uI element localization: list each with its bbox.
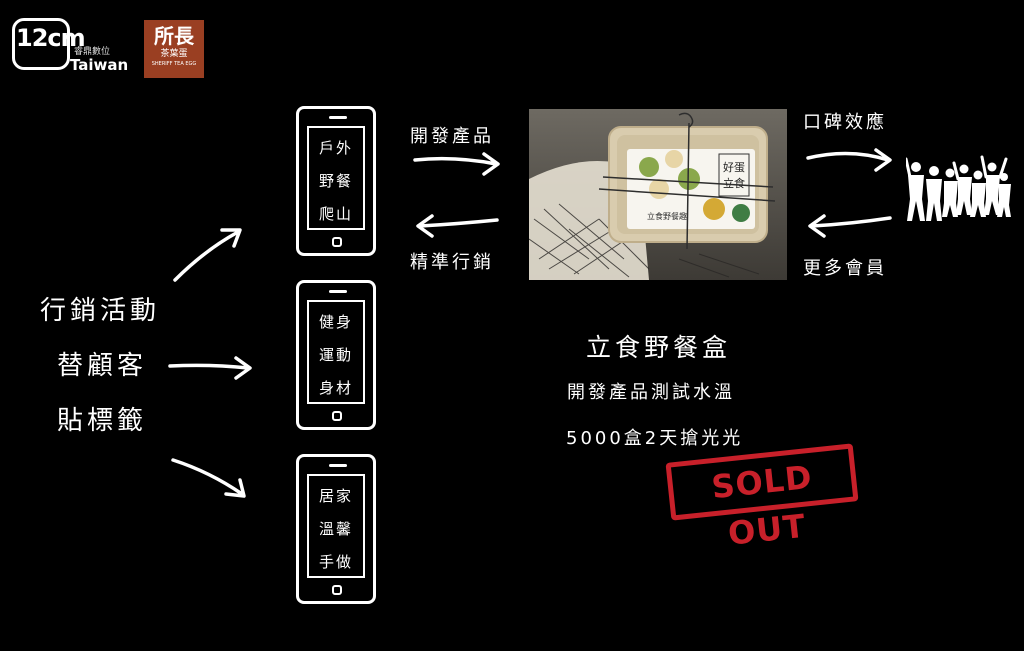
label-precision-marketing: 精準行銷 xyxy=(410,252,494,273)
arrow-to-phone-fitness xyxy=(168,356,252,380)
box-label-line2: 立食 xyxy=(723,176,745,190)
logo-12cm-chinese: 睿鼎數位 xyxy=(74,47,111,57)
phone-line: 居家 xyxy=(318,487,353,505)
phone-home-button xyxy=(332,411,342,421)
phone-fitness-text: 健身 運動 身材 xyxy=(307,306,365,405)
phone-line: 野餐 xyxy=(318,172,353,190)
box-label-line1: 好蛋 xyxy=(723,160,745,174)
box-sub-label: 立食野餐趣 xyxy=(647,211,687,221)
phone-line: 爬山 xyxy=(318,205,353,223)
phone-home-button xyxy=(332,237,342,247)
phone-screen xyxy=(307,126,365,230)
phone-line: 運動 xyxy=(318,346,353,364)
phone-line: 戶外 xyxy=(318,139,353,157)
phone-speaker xyxy=(329,464,347,467)
logo-12cm-mark xyxy=(12,18,70,70)
phone-home-text: 居家 溫馨 手做 xyxy=(307,480,365,579)
crowd-silhouette-icon xyxy=(906,155,1011,221)
phone-screen xyxy=(307,300,365,404)
phone-line: 健身 xyxy=(318,313,353,331)
phone-line: 溫馨 xyxy=(318,520,353,538)
product-photo: 好蛋 立食 立食野餐趣 xyxy=(529,109,787,280)
product-test-line: 開發產品測試水溫 xyxy=(567,382,735,403)
arrow-word-of-mouth xyxy=(806,148,892,172)
phone-home: 居家 溫馨 手做 xyxy=(296,454,376,604)
label-word-of-mouth: 口碑效應 xyxy=(803,112,887,133)
product-sales-line: 5000盒2天搶光光 xyxy=(566,428,744,449)
logo-sheriff-tea-egg: 所長 茶葉蛋 SHERIFF TEA EGG xyxy=(144,20,204,78)
logo-12cm-english: Taiwan xyxy=(70,56,129,74)
lunchbox-illustration: 好蛋 立食 立食野餐趣 xyxy=(529,109,787,280)
label-tagging: 貼標籤 xyxy=(57,406,148,436)
phone-outdoor-text: 戶外 野餐 爬山 xyxy=(307,132,365,231)
arrow-to-phone-outdoor xyxy=(173,228,242,282)
arrow-develop xyxy=(413,152,500,176)
logo-egg-sub: 茶葉蛋 xyxy=(160,49,188,59)
label-more-members: 更多會員 xyxy=(803,258,887,279)
product-title: 立食野餐盒 xyxy=(586,333,732,362)
phone-speaker xyxy=(329,116,347,119)
label-for-customers: 替顧客 xyxy=(57,351,148,381)
logo-12cm-text: 12cm xyxy=(16,24,86,52)
phone-line: 手做 xyxy=(318,553,353,571)
phone-screen xyxy=(307,474,365,578)
arrow-more-members xyxy=(808,214,892,238)
phone-speaker xyxy=(329,290,347,293)
label-develop-product: 開發產品 xyxy=(410,126,494,147)
phone-fitness: 健身 運動 身材 xyxy=(296,280,376,430)
phone-home-button xyxy=(332,585,342,595)
logo-12cm: 12cm 睿鼎數位 Taiwan xyxy=(12,18,132,74)
logo-egg-name: 所長 xyxy=(154,24,194,48)
phone-line: 身材 xyxy=(318,379,353,397)
logo-egg-eng: SHERIFF TEA EGG xyxy=(151,61,197,67)
label-marketing-activity: 行銷活動 xyxy=(40,296,161,326)
arrow-to-phone-home xyxy=(171,458,246,498)
phone-outdoor: 戶外 野餐 爬山 xyxy=(296,106,376,256)
arrow-marketing xyxy=(416,214,499,238)
